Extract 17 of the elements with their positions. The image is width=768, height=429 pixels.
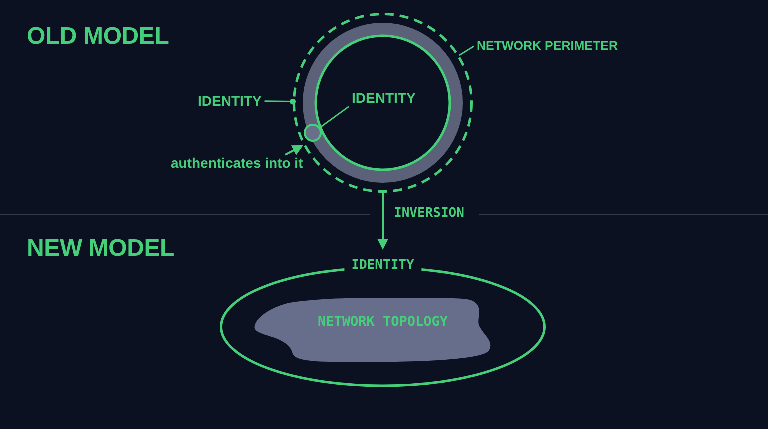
- leader-line: [459, 46, 474, 56]
- leader-line: [264, 98, 296, 105]
- section-heading: OLD MODEL: [27, 23, 170, 51]
- section-heading: NEW MODEL: [27, 235, 175, 263]
- identity-marker: [304, 124, 322, 142]
- perimeter-label: NETWORK PERIMETER: [476, 39, 619, 54]
- identity-label: IDENTITY: [344, 258, 422, 274]
- connector-arrow: [285, 145, 304, 156]
- identity-label: IDENTITY: [351, 90, 417, 107]
- topology-label: NETWORK TOPOLOGY: [317, 314, 450, 330]
- auth-label: authenticates into it: [170, 155, 304, 172]
- perimeter-circle: [293, 13, 473, 193]
- topology-blob: [255, 297, 490, 363]
- leader-line: [320, 106, 350, 128]
- identity-label: IDENTITY: [197, 93, 263, 110]
- connector-arrow: [378, 193, 388, 250]
- identity-ring: [303, 23, 463, 183]
